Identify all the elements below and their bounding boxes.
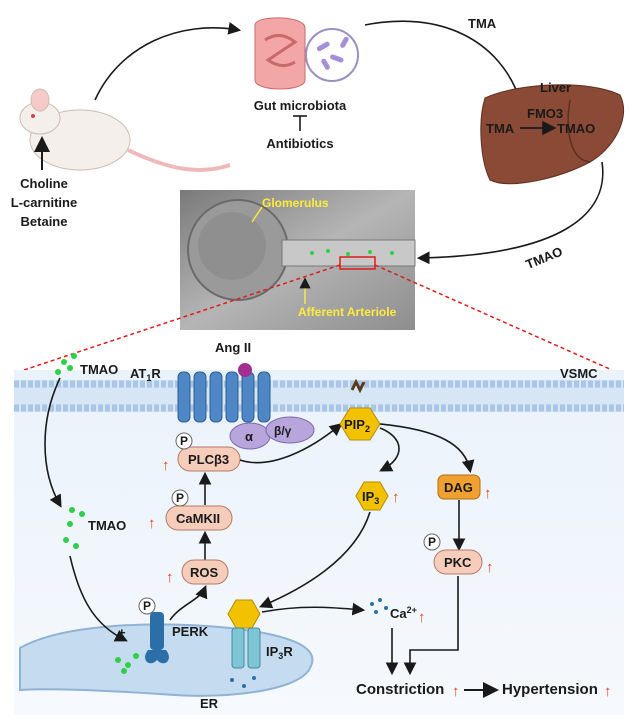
pip2-label: PIP2 [344,417,370,434]
plus-sign: + [118,625,126,640]
ip3-to-ip3r-arrow [259,511,371,609]
hypertension-up-arrow: ↑ [604,683,612,700]
camkii-node [165,505,233,531]
pip2-tails [350,378,366,394]
pip2-to-dag-arrow [379,423,475,474]
ros-up-arrow: ↑ [166,569,174,586]
hypertension-label: Hypertension [502,681,598,698]
ca-dots [370,598,388,614]
dag-node [437,474,481,500]
perk-receptor [145,612,169,664]
vsmc-label: VSMC [560,366,598,381]
g-beta-gamma [265,416,315,444]
tmao-to-perk-arrow [69,555,128,642]
plcb3-label: PLCβ3 [188,452,229,467]
afferent-arteriole-label: Afferent Arteriole [298,305,397,319]
camkii-label: CaMKII [176,511,220,526]
fmo3-label: FMO3 [527,106,563,121]
plcb3-up-arrow: ↑ [162,457,170,474]
antibiotics-label: Antibiotics [266,136,333,151]
perk-p: P [143,599,151,613]
perk-to-ros-arrow [169,585,208,621]
ca-up-arrow: ↑ [418,609,426,626]
camkii-up-arrow: ↑ [148,515,156,532]
perk-phospho [138,597,156,615]
liver-tmao-label: TMAO [557,121,595,136]
er-label: ER [200,696,219,711]
ca-dots-er [230,676,256,688]
plcb3-phospho [175,432,193,450]
pip2-to-ip3-arrow [379,427,400,472]
plasma-membrane [14,380,624,412]
at1r-label: AT1R [130,366,161,383]
tmao-mid-label: TMAO [88,518,126,533]
tmao-entry-arrow [44,377,62,508]
ip3-up-arrow: ↑ [392,489,400,506]
pkc-p: P [428,535,436,549]
pkc-up-arrow: ↑ [486,559,494,576]
pkc-to-constriction-arrow [403,576,459,676]
tma-arrow-label: TMA [468,16,497,31]
liver-to-kidney-arrow [416,161,604,265]
liver-tma-label: TMA [486,121,515,136]
gut-to-liver-arrow [364,20,524,104]
precursor-betaine: Betaine [21,214,68,229]
camkii-p: P [176,491,184,505]
tmao-dots-top [55,353,77,375]
constriction-label: Constriction [356,681,444,698]
tmao-dots-mid [63,507,85,549]
ip3r-label: IP3R [266,644,293,661]
zoom-line-right [374,264,613,371]
glomerulus-pointer [251,206,263,223]
ang2-label: Ang II [215,340,251,355]
g-alpha-label: α [245,429,253,444]
ros-label: ROS [190,565,219,580]
precursor-choline: Choline [20,176,68,191]
constriction-up-arrow: ↑ [452,683,460,700]
mouse-illustration [19,88,231,172]
plcb3-node [177,446,241,472]
g-beta-gamma-label: β/γ [274,424,292,438]
dag-up-arrow: ↑ [484,485,492,502]
ip3-label: IP3 [362,489,379,506]
dag-label: DAG [444,480,473,495]
precursor-carnitine: L-carnitine [11,195,77,210]
perk-label: PERK [172,624,209,639]
tmao-arrow-label: TMAO [523,244,564,272]
ip3-node [355,481,389,511]
ip3r-channel [231,627,261,669]
tmao-dots-er [115,653,139,674]
pkc-node [433,549,483,575]
tmao-top-label: TMAO [80,362,118,377]
pkc-phospho [423,533,441,551]
mouse-to-gut-arrow [94,22,242,101]
ip3r-to-ca-arrow [261,602,366,616]
plcb3-to-pip2-arrow [239,422,343,464]
plcb3-p: P [180,434,188,448]
gut-microbiota-label: Gut microbiota [254,98,347,113]
micrograph [180,190,416,330]
liver-title: Liver [540,80,571,95]
pkc-label: PKC [444,555,472,570]
camkii-phospho [171,489,189,507]
ang2-ligand [238,363,252,377]
ca-label: Ca2+ [390,605,417,621]
gut-illustration [254,17,359,90]
glomerulus-label: Glomerulus [262,196,329,210]
ros-node [181,559,229,585]
